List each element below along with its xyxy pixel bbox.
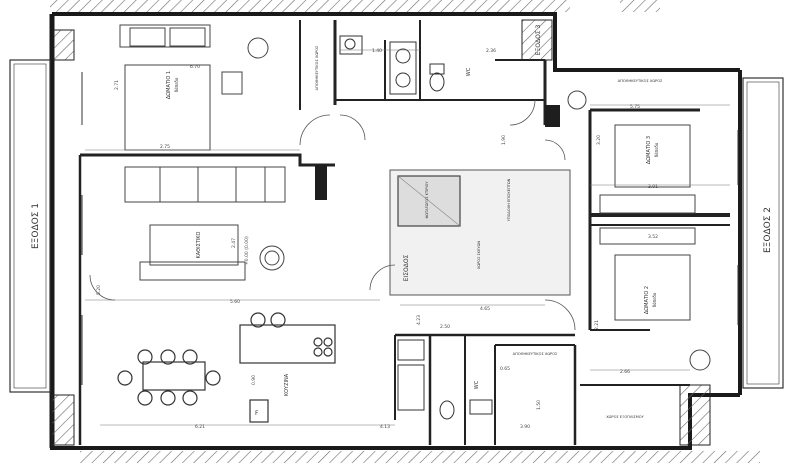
dim-3: 1.40 — [372, 48, 382, 54]
dim-22: 3.90 — [520, 424, 530, 430]
room-label-bedroom3: ΔΩΜΑΤΙΟ 3 — [646, 136, 652, 164]
room-label-storage-top: ΑΠΟΘΗΚΕΥΤΙΚΟΣ ΧΩΡΟΣ — [315, 45, 319, 90]
room-label-utility: ΧΩΡΟΣ ΣΚΕΥΩΝ — [477, 241, 481, 269]
room-sub-bedroom2: δάπεδο — [652, 292, 657, 307]
room-label-storage-bottom: ΑΠΟΘΗΚΕΥΤΙΚΟΣ ΧΩΡΟΣ — [513, 352, 558, 356]
exit-label-3: ΕΞΟΔΟΣ 3 — [535, 24, 542, 55]
fridge-label: F — [255, 410, 259, 417]
balcony-right — [742, 77, 784, 389]
dim-10: 4.65 — [480, 306, 490, 312]
room-label-kitchen: ΚΟΥΖΙΝΑ — [284, 373, 290, 396]
dim-17: 6.21 — [195, 424, 205, 430]
dim-1: 6.70 — [190, 64, 200, 70]
kitchen-island — [239, 312, 336, 423]
room-label-shaft: ΦΩΤΑΓΩΓΟΣ ΚΤΙΡΙΟΥ — [425, 181, 429, 219]
bedroom3-furniture — [567, 90, 696, 214]
doors — [89, 99, 576, 331]
dim-6: 3.20 — [596, 135, 602, 145]
dim-12: 2.50 — [440, 324, 450, 330]
dimension-lines — [85, 49, 730, 426]
balcony-left — [9, 59, 51, 393]
room-label-bedroom2: ΔΩΜΑΤΙΟ 2 — [644, 286, 650, 314]
room-label-living: ΚΑΘΙΣΤΙΚΟ — [196, 231, 202, 258]
room-label-wc-top: WC — [466, 67, 472, 76]
exit-label-2: ΕΞΟΔΟΣ 2 — [763, 207, 773, 253]
dim-4: 2.36 — [486, 48, 496, 54]
dim-8: 3.52 — [648, 234, 658, 240]
room-label-bedroom1: ΔΩΜΑΤΙΟ 1 — [166, 71, 172, 99]
room-sub-bedroom1: δάπεδο — [174, 77, 179, 92]
room-label-entrance: ΕΙΣΟΔΟΣ — [403, 254, 410, 281]
dim-7: 3.01 — [648, 184, 658, 190]
room-label-closet: ΧΩΡΟΣ ΕΞΟΠΛΙΣΜΟΥ — [606, 415, 644, 419]
dim-23: 5.20 — [96, 285, 102, 295]
exterior-hatch — [50, 0, 760, 463]
dim-18: 4.13 — [380, 424, 390, 430]
dim-14: 2.75 — [160, 144, 170, 150]
dim-21: 1.50 — [536, 400, 542, 410]
dim-2: 2.71 — [114, 80, 120, 90]
dim-20: 0.65 — [500, 366, 510, 372]
dim-9: 1.90 — [501, 135, 507, 145]
bedroom1-furniture — [119, 24, 269, 151]
light-shaft — [389, 169, 571, 296]
dining-set — [117, 349, 221, 406]
dim-16: 0.90 — [251, 375, 257, 385]
living-furniture — [124, 166, 286, 281]
dim-5: 5.75 — [630, 104, 640, 110]
room-sub-bedroom3: δάπεδο — [654, 142, 659, 157]
bathroom-fixtures-top — [339, 35, 445, 95]
dim-19: 2.66 — [620, 369, 630, 375]
windows — [81, 72, 739, 385]
level-note: +0.00 (0.00) — [244, 236, 250, 265]
dim-15: 2.47 — [231, 238, 237, 248]
exit-label-1: ΕΞΟΔΟΣ 1 — [31, 203, 41, 249]
room-label-reception: ΥΠΟΔΟΧΗ ΕΠΙΣΚΕΠΤΩΝ — [507, 178, 511, 221]
dim-11: 4.23 — [416, 315, 422, 325]
dim-13: 5.60 — [230, 299, 240, 305]
room-label-wc-bottom: WC — [474, 380, 480, 389]
bedroom2-furniture — [599, 227, 711, 371]
room-label-storage-right: ΑΠΟΘΗΚΕΥΤΙΚΟΣ ΧΩΡΟΣ — [618, 79, 663, 83]
bathroom-fixtures-bottom — [397, 339, 493, 420]
dim-24: 2.21 — [594, 320, 600, 330]
structural-columns — [51, 19, 711, 446]
